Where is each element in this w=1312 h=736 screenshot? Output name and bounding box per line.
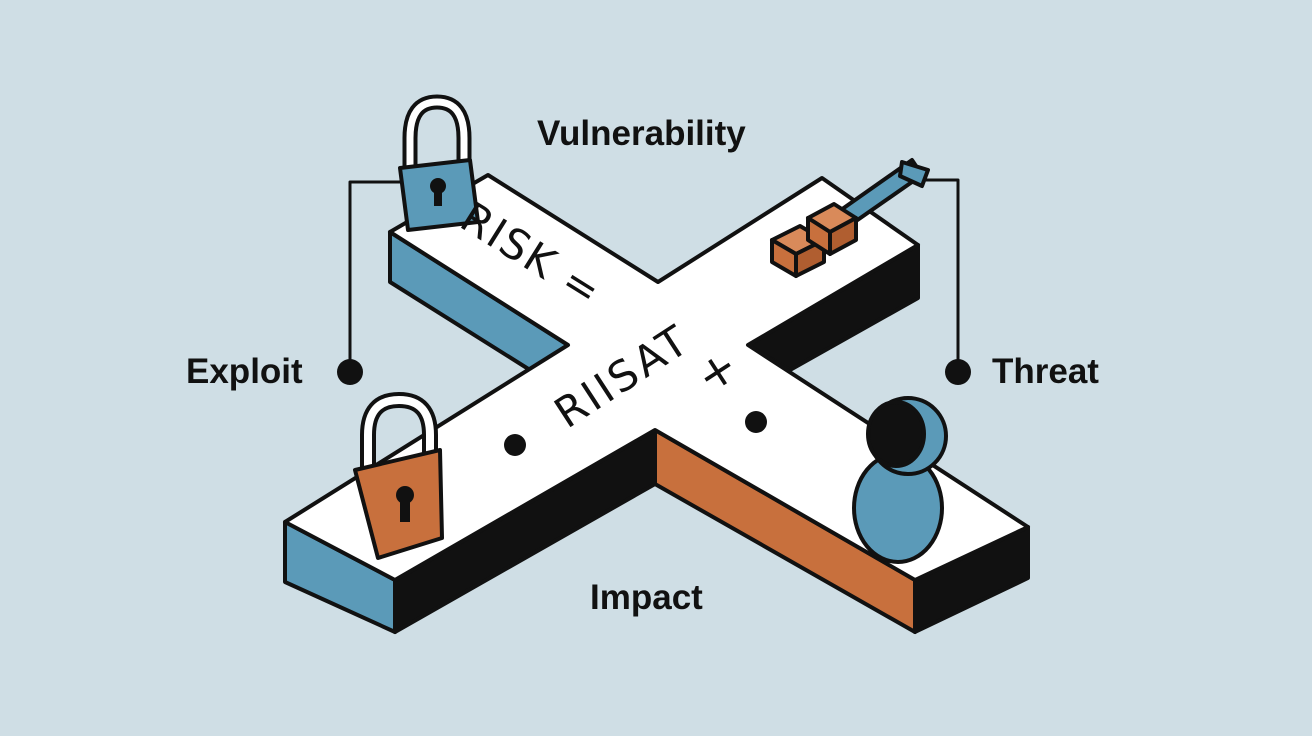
connector-dot-threat xyxy=(945,359,971,385)
key-icon xyxy=(836,158,930,230)
person-icon xyxy=(852,396,948,564)
cube-icon xyxy=(770,224,826,278)
connector-line-threat xyxy=(916,178,960,372)
impact-label: Impact xyxy=(590,578,703,617)
cube-icon xyxy=(806,202,858,256)
board-top xyxy=(283,173,1030,582)
connector-line-exploit xyxy=(348,180,404,372)
threat-label: Threat xyxy=(992,352,1099,391)
padlock-icon xyxy=(353,392,444,560)
connector-dot-exploit xyxy=(337,359,363,385)
exploit-label: Exploit xyxy=(186,352,303,391)
board-dot-right xyxy=(745,411,767,433)
vulnerability-label: Vulnerability xyxy=(537,114,746,153)
board-dot-left xyxy=(504,434,526,456)
padlock-icon xyxy=(398,94,480,232)
